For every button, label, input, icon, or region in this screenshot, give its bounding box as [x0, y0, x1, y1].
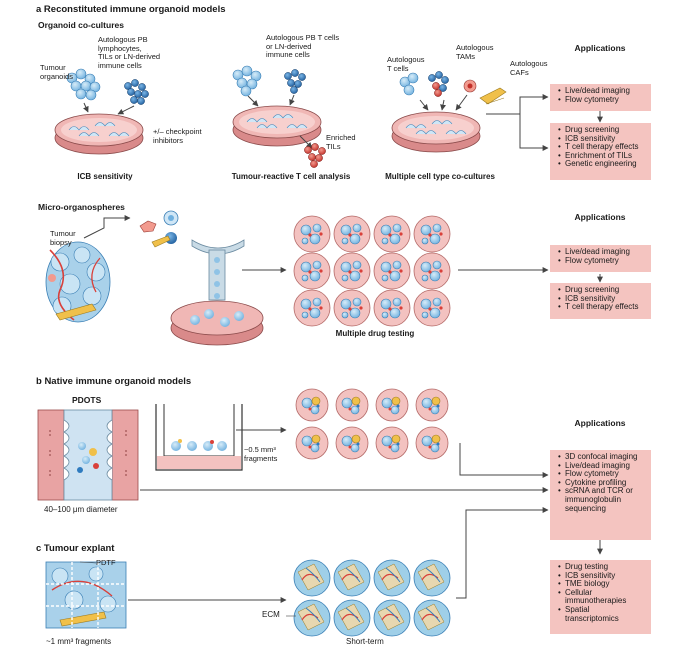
autologous-pb-label: Autologous PB lymphocytes, TILs or LN-de… [98, 35, 161, 70]
tumour-organoid-cluster-3 [399, 72, 419, 96]
explant-grid [293, 559, 451, 637]
microfluidic-device [191, 239, 245, 301]
diameter-label: 40–100 μm diameter [44, 505, 118, 514]
app-box-a2-1: Live/dead imaging Flow cytometry [550, 245, 651, 272]
app-item: Enrichment of TILs [558, 151, 645, 161]
micro-subtitle: Micro-organospheres [38, 202, 125, 212]
app-box-b-1: 3D confocal imaging Live/dead imaging Fl… [550, 450, 651, 540]
checkpoint-label: +/– checkpoint inhibitors [153, 127, 202, 145]
caption-drug-testing: Multiple drug testing [335, 329, 415, 338]
immune-cell-cluster-1 [124, 79, 149, 105]
app-item: Live/dead imaging [558, 86, 645, 96]
applications-title-3: Applications [574, 418, 626, 428]
tumour-organoids-label: Tumour organoids [40, 63, 73, 81]
caf-cell [479, 87, 507, 105]
tam-cell [463, 79, 477, 93]
app-item: Live/dead imaging [558, 461, 645, 471]
app-item: Genetic engineering [558, 160, 645, 169]
app-item: Cytokine profiling [558, 478, 645, 488]
caption-icb: ICB sensitivity [77, 172, 133, 181]
app-item: scRNA and TCR or immunoglobulin sequenci… [558, 487, 645, 513]
app-item: Spatial transcriptomics [558, 605, 645, 623]
app-item: Cellular immunotherapies [558, 588, 645, 606]
micro-cells [139, 210, 179, 248]
applications-title-1: Applications [574, 43, 626, 53]
pdots-device [37, 409, 139, 501]
tcell-cluster-3 [428, 71, 449, 97]
app-item: Flow cytometry [558, 256, 645, 266]
pdtf-fragment [45, 561, 127, 629]
caption-multiple: Multiple cell type co-cultures [385, 172, 495, 181]
micro-well-grid [293, 215, 451, 327]
pdots-label: PDOTS [72, 395, 102, 405]
app-box-a1-1: Live/dead imaging Flow cytometry [550, 84, 651, 111]
enriched-til-cluster [304, 143, 326, 168]
autologous-tams-label: Autologous TAMs [456, 43, 494, 61]
app-item: Flow cytometry [558, 470, 645, 479]
app-item: Drug screening [558, 285, 645, 295]
immune-cell-cluster-2 [284, 69, 306, 94]
short-term-label: Short-term [346, 637, 384, 646]
section-a-title: a Reconstituted immune organoid models [36, 4, 226, 15]
app-item: T cell therapy effects [558, 303, 645, 312]
app-item: Live/dead imaging [558, 247, 645, 257]
fragments-05-label: ~0.5 mm³ fragments [244, 445, 278, 463]
transwell-insert [155, 404, 243, 471]
tumour-biopsy-mass [45, 241, 111, 323]
app-box-a2-2: Drug screening ICB sensitivity T cell th… [550, 283, 651, 319]
app-item: ICB sensitivity [558, 571, 645, 581]
section-c-title: c Tumour explant [36, 543, 115, 554]
app-box-b-2: Drug testing ICB sensitivity TME biology… [550, 560, 651, 634]
autologous-cafs-label: Autologous CAFs [510, 59, 548, 77]
app-item: TME biology [558, 580, 645, 589]
enriched-tils-label: Enriched TILs [326, 133, 356, 151]
app-item: T cell therapy effects [558, 143, 645, 152]
app-item: Drug testing [558, 562, 645, 572]
app-item: ICB sensitivity [558, 134, 645, 144]
autologous-pbt-label: Autologous PB T cells or LN-derived immu… [266, 33, 340, 59]
app-item: ICB sensitivity [558, 294, 645, 304]
app-box-a1-2: Drug screening ICB sensitivity T cell th… [550, 123, 651, 180]
autologous-t-label: Autologous T cells [387, 55, 425, 73]
tumour-organoid-cluster-2 [232, 65, 262, 97]
micro-dish [170, 300, 264, 346]
ecm-label: ECM [262, 610, 280, 619]
coculture-subtitle: Organoid co-cultures [38, 20, 124, 30]
fragments-1-label: ~1 mm³ fragments [46, 637, 112, 646]
section-b-title: b Native immune organoid models [36, 376, 192, 387]
applications-title-2: Applications [574, 212, 626, 222]
tumour-biopsy-label: Tumour biopsy [50, 229, 76, 247]
pdots-well-grid [295, 388, 449, 460]
caption-tumour-reactive: Tumour-reactive T cell analysis [231, 172, 351, 181]
app-item: 3D confocal imaging [558, 452, 645, 462]
pdtf-label: PDTF [96, 558, 116, 567]
app-item: Drug screening [558, 125, 645, 135]
app-item: Flow cytometry [558, 95, 645, 105]
